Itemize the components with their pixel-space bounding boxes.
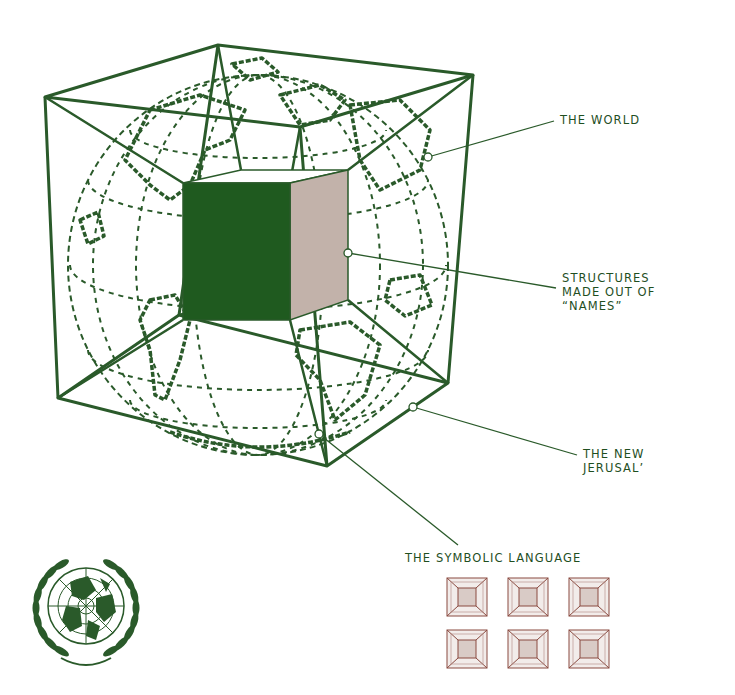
symbol-icons-part	[508, 578, 548, 616]
callout-label: THE WORLD	[560, 113, 640, 127]
graticule	[70, 75, 446, 455]
outer-cube-part	[45, 45, 473, 466]
un-emblem-part-part	[48, 568, 124, 644]
leader-dots-part	[315, 430, 323, 438]
un-emblem-part	[32, 557, 140, 658]
un-emblem-part	[48, 568, 124, 644]
leader-dots-part	[424, 153, 432, 161]
symbol-icons-part	[447, 630, 487, 668]
un-emblem-part-part	[100, 578, 110, 592]
graticule-part	[130, 130, 386, 158]
leader-dots-part	[344, 249, 352, 257]
outer-cube	[45, 45, 473, 466]
symbol-icons-part	[447, 578, 487, 616]
un-emblem	[32, 557, 140, 665]
callout-label: STRUCTURES MADE OUT OF “NAMES”	[562, 271, 684, 313]
leader-dots-part	[409, 403, 417, 411]
un-emblem-part-part	[70, 576, 96, 600]
leader-lines	[319, 121, 577, 545]
un-emblem-part	[61, 658, 111, 665]
un-emblem-part-part	[86, 620, 100, 640]
globe	[68, 58, 448, 455]
callout-label: THE SYMBOLIC LANGUAGE	[405, 551, 581, 565]
continents-part	[385, 275, 432, 316]
tesseract-links-part	[45, 45, 473, 183]
leader-lines-part	[319, 434, 458, 545]
leader-lines-part	[348, 253, 556, 288]
un-emblem-part-part	[101, 557, 120, 572]
un-emblem-part-part	[51, 557, 70, 572]
tesseract-links	[45, 45, 473, 466]
tesseract-links-part	[58, 300, 448, 466]
inner-cube-part	[183, 183, 290, 320]
graticule-part	[130, 400, 386, 428]
symbol-icons-part	[508, 630, 548, 668]
continents-part	[232, 58, 278, 80]
globe-part	[68, 75, 448, 455]
graticule-part	[136, 75, 380, 455]
continents-part	[80, 212, 104, 244]
leader-lines-part	[428, 121, 554, 157]
symbol-icons-part	[569, 630, 609, 668]
un-emblem-part	[62, 576, 116, 640]
graticule-part	[93, 75, 423, 455]
outer-cube-part	[45, 45, 473, 127]
continents-part	[296, 322, 380, 420]
un-emblem-part-part	[96, 594, 116, 622]
symbol-icons	[447, 578, 609, 668]
leader-lines-part	[413, 407, 577, 455]
inner-cube-part	[290, 170, 348, 320]
leader-dots	[315, 153, 432, 438]
un-emblem-part-part	[62, 606, 82, 632]
continents	[80, 58, 432, 447]
un-emblem-part-part	[48, 568, 124, 644]
outer-cube-part	[58, 315, 448, 466]
continents-part	[350, 100, 430, 190]
continents-part	[280, 85, 345, 125]
inner-cube	[183, 170, 348, 320]
symbol-icons-part	[569, 578, 609, 616]
callout-label: THE NEW JERUSAL’	[583, 447, 679, 475]
